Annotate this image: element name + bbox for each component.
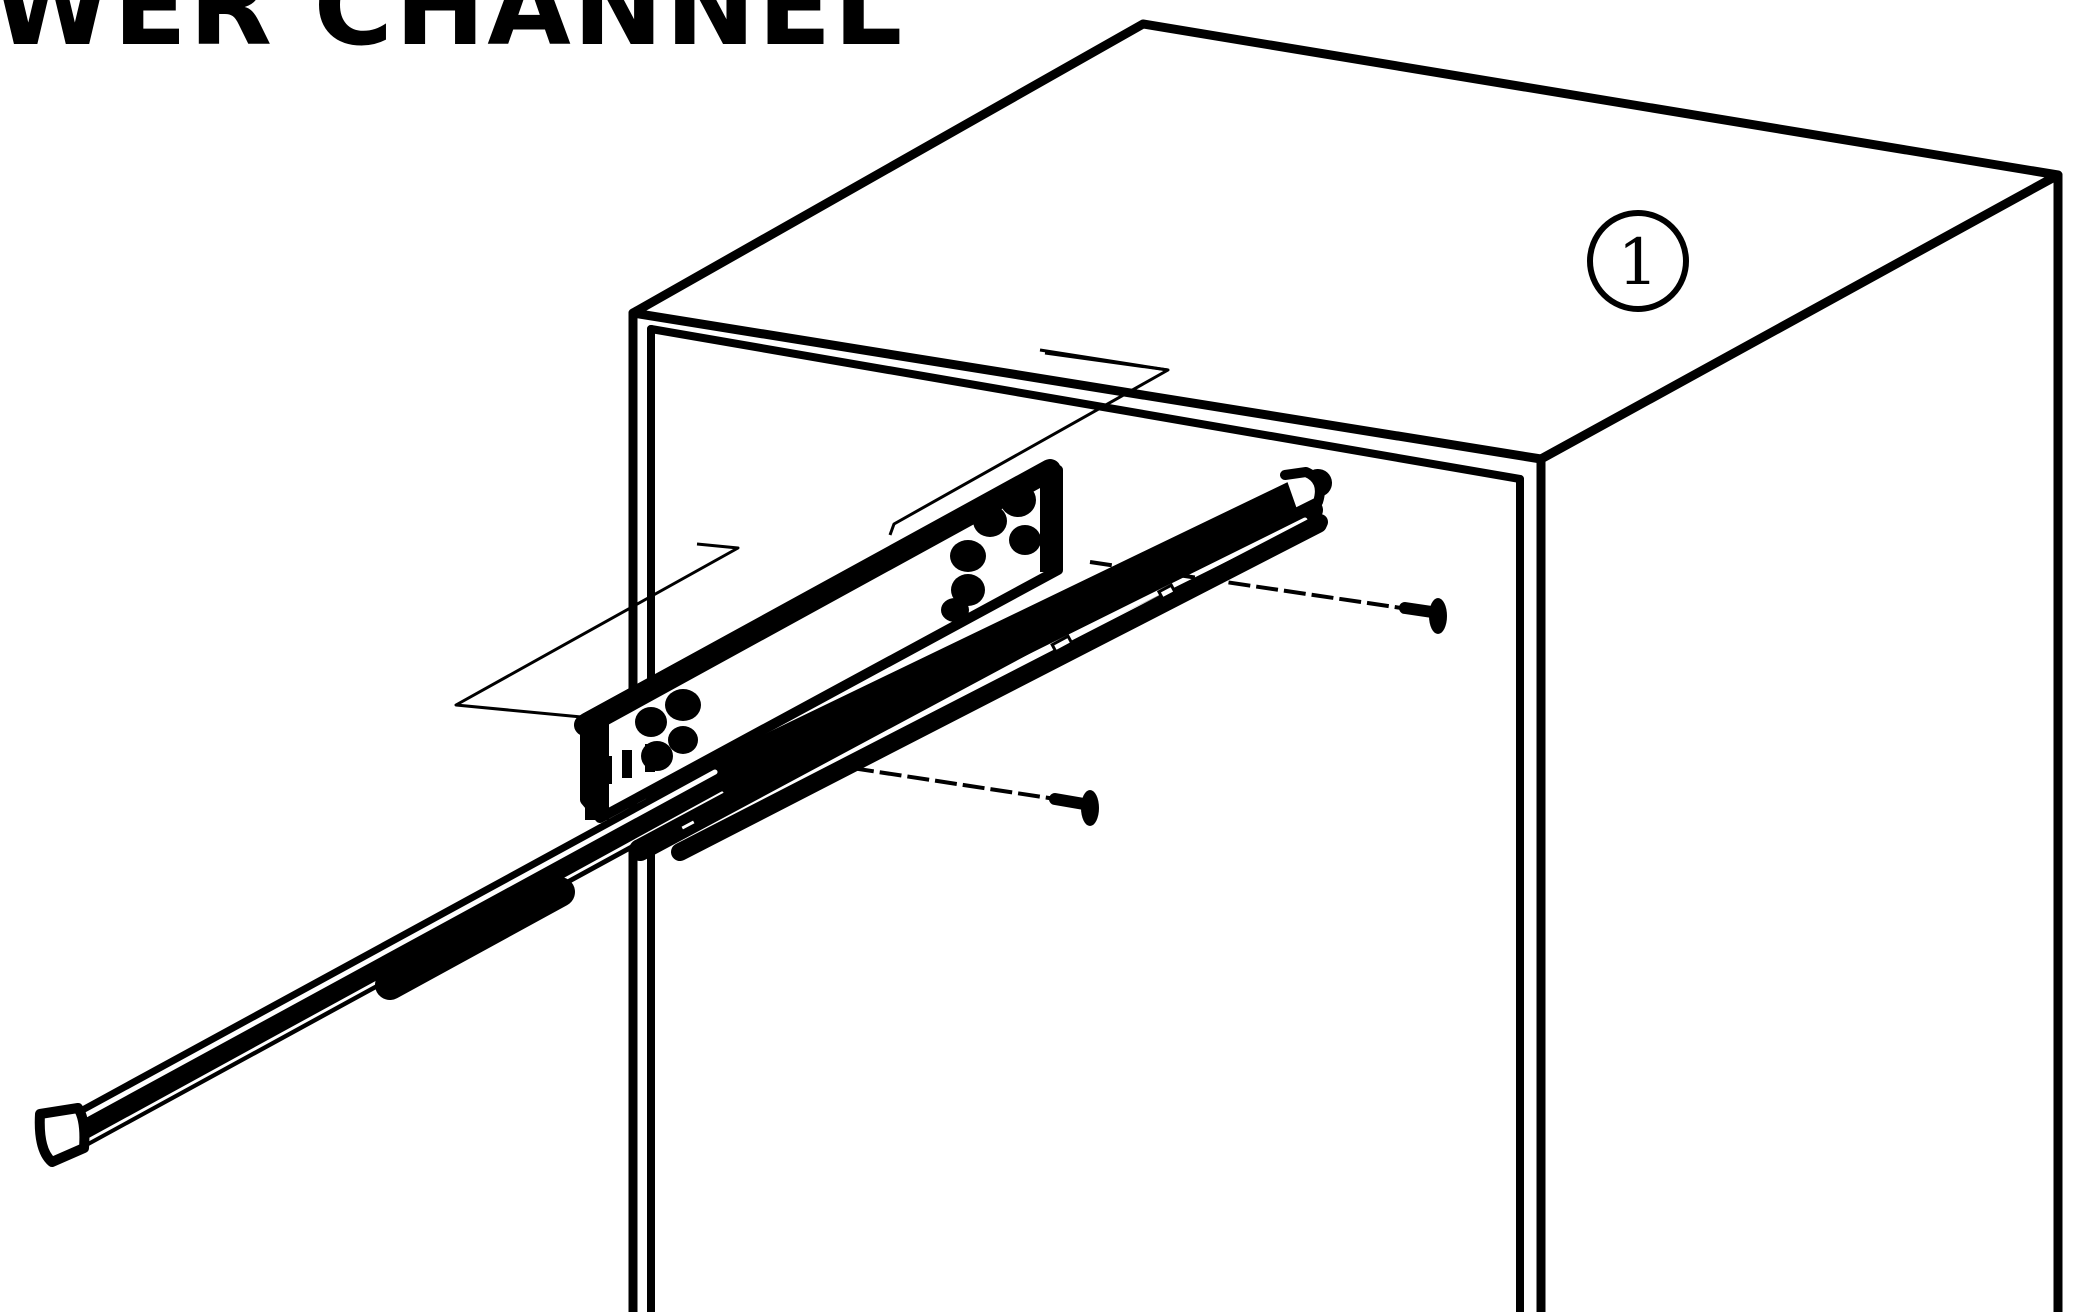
screw-icon [1049, 790, 1099, 826]
rail-end-cap [34, 1103, 90, 1167]
step-circle-icon [1587, 210, 1689, 312]
screw-icon [1399, 598, 1447, 634]
step-number-badge: 1 [1587, 210, 1689, 312]
rear-bracket [574, 459, 1063, 823]
drawer-slide-rail [34, 348, 1332, 1167]
screw-guide-line [1089, 560, 1416, 612]
roller-cluster [602, 483, 1041, 784]
rail-slots [677, 583, 1178, 834]
screw-guide-line [851, 766, 1063, 802]
screw-lower [851, 766, 1099, 826]
extension-rail [34, 614, 1071, 1167]
placement-guide [454, 348, 1170, 720]
page-title: WER CHANNEL [0, 0, 905, 70]
cabinet-outline [628, 19, 2063, 1312]
screw-upper [1089, 560, 1447, 634]
step-number: 1 [1618, 226, 1659, 300]
